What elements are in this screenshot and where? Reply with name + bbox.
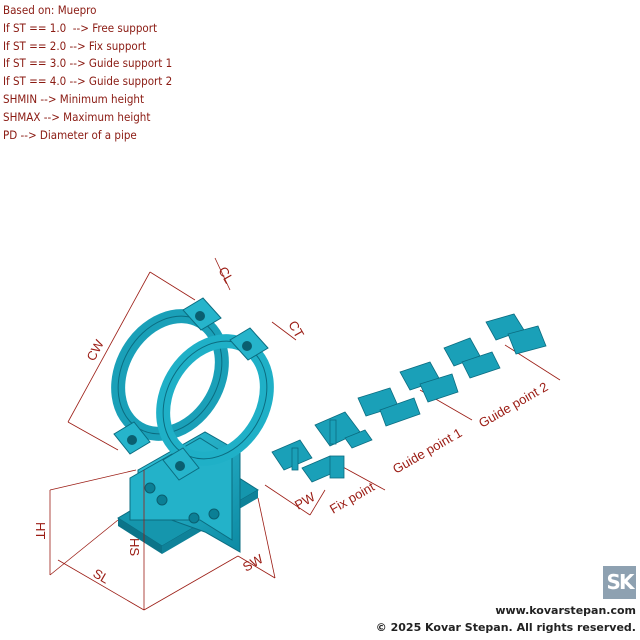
note-line: SHMAX --> Maximum height	[3, 109, 151, 124]
copyright-notice: © 2025 Kovar Stepan. All rights reserved…	[375, 621, 636, 634]
note-line: Based on: Muepro	[3, 3, 97, 17]
dimension-sw-label: SW	[240, 551, 266, 575]
note-line: If ST == 2.0 --> Fix support	[3, 38, 147, 53]
dimension-pw-label: PW	[292, 489, 318, 513]
pipe-clamp-back	[111, 297, 229, 455]
dimension-hs-label: HS	[127, 538, 142, 556]
sk-logo: SK	[603, 566, 636, 599]
dimension-sl-label: SL	[91, 566, 112, 587]
note-line: If ST == 1.0 --> Free support	[3, 20, 158, 35]
note-line: PD --> Diameter of a pipe	[3, 127, 137, 142]
dimension-lines	[49, 257, 561, 611]
guide-point-2-label: Guide point 2	[476, 379, 550, 431]
note-line: If ST == 4.0 --> Guide support 2	[3, 74, 173, 89]
free-support-variant	[271, 439, 345, 483]
guide-point-1-variant	[357, 361, 459, 427]
fix-point-variant	[314, 411, 373, 449]
note-line: SHMIN --> Minimum height	[3, 91, 144, 106]
guide-point-1-label: Guide point 1	[390, 425, 464, 477]
website-url: www.kovarstepan.com	[495, 604, 636, 617]
dimension-cl-label: CL	[215, 264, 236, 286]
variant-supports	[271, 313, 547, 483]
fix-point-label: Fix point	[327, 479, 377, 517]
dimension-cw-label: CW	[83, 337, 107, 364]
note-line: If ST == 3.0 --> Guide support 1	[3, 56, 173, 71]
guide-point-2-variant	[443, 313, 547, 379]
dimension-ct-label: CT	[285, 318, 307, 341]
dimension-ht-label: HT	[33, 522, 48, 539]
pipe-clamp-front	[156, 327, 274, 481]
parameter-notes: Based on: Muepro If ST == 1.0 --> Free s…	[3, 2, 172, 144]
